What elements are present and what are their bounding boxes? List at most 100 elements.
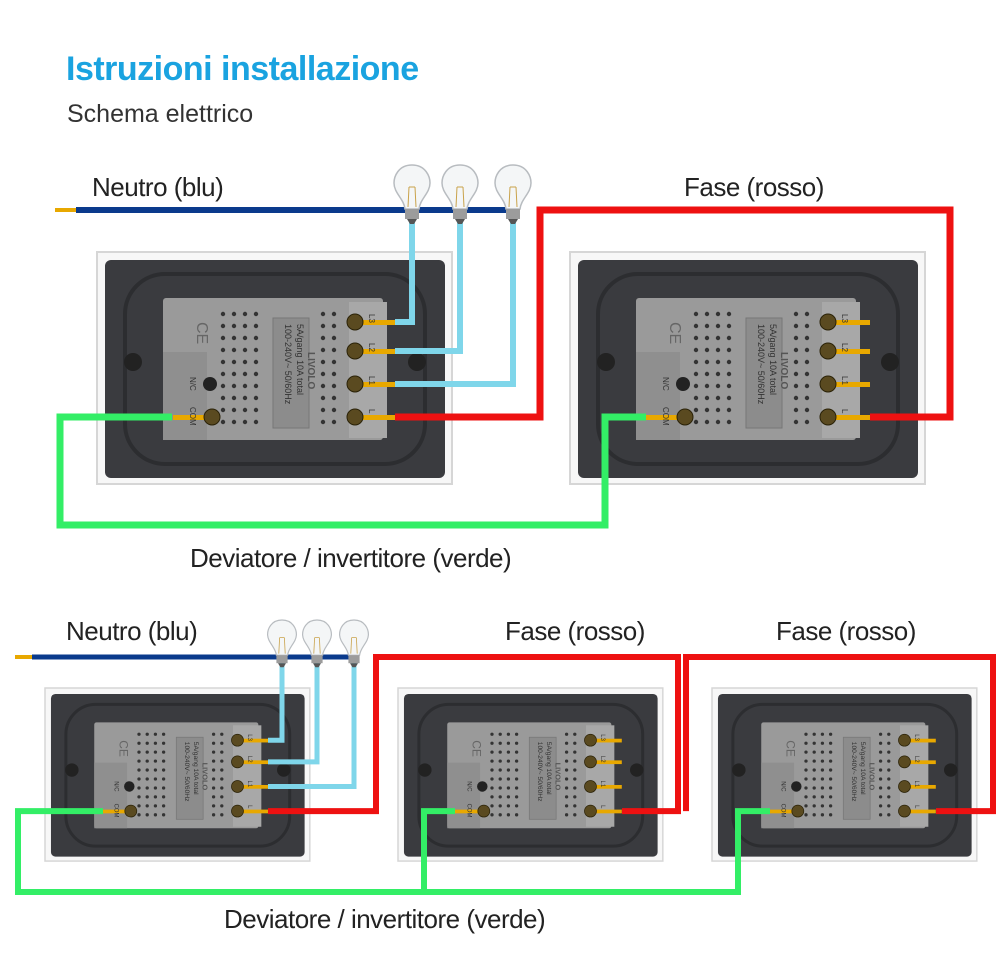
vent-hole	[878, 732, 883, 736]
plate-recess	[123, 272, 427, 466]
vent-hole	[498, 813, 502, 817]
com-screw	[791, 804, 805, 818]
vent-hole	[231, 383, 237, 389]
rating-text-2: 5A/gang 10A total	[859, 742, 866, 795]
vent-hole	[715, 347, 721, 353]
bulb-base	[348, 655, 360, 664]
vent-hole	[887, 795, 891, 799]
mount-hole	[630, 763, 644, 777]
vent-hole	[828, 768, 833, 772]
terminal-screw	[898, 780, 911, 793]
vent-hole	[693, 371, 699, 377]
vent-hole	[220, 383, 226, 389]
vent-hole	[498, 750, 502, 754]
vent-hole	[828, 741, 833, 745]
mount-hole	[597, 353, 615, 371]
vent-hole	[704, 395, 710, 401]
mount-hole	[408, 353, 426, 371]
wire-stub	[591, 809, 622, 814]
vent-hole	[211, 732, 216, 736]
traveler-label-top: Deviatore / invertitore (verde)	[190, 543, 512, 573]
vent-hole	[506, 795, 511, 799]
vent-hole	[887, 750, 891, 754]
vent-hole	[153, 813, 158, 817]
neutral-wire-end	[55, 208, 77, 212]
vent-hole	[153, 732, 158, 736]
wire-stub	[830, 382, 870, 387]
brand-text: LIVOLO	[200, 763, 209, 791]
vent-hole	[693, 395, 699, 401]
rating-text-2: 5A/gang 10A total	[192, 742, 199, 795]
vent-hole	[137, 759, 141, 763]
vent-hole	[506, 777, 511, 781]
bulb-icon	[338, 619, 370, 668]
bulb-tip	[508, 219, 518, 224]
terminal-label: L3	[246, 734, 252, 741]
brand-text: LIVOLO	[305, 352, 316, 389]
vent-hole	[726, 323, 732, 329]
plate-recess	[64, 702, 292, 848]
terminal-label: L3	[599, 734, 605, 741]
terminal-label-com: COM	[779, 804, 785, 818]
wire-stub	[830, 349, 870, 354]
vent-hole	[145, 750, 149, 754]
vent-hole	[715, 407, 721, 413]
vent-hole	[804, 795, 808, 799]
vent-hole	[220, 371, 226, 377]
vent-hole	[715, 311, 721, 317]
vent-hole	[828, 777, 833, 781]
vent-hole	[804, 741, 808, 745]
vent-hole	[878, 768, 883, 772]
vent-hole	[514, 759, 519, 763]
vent-hole	[793, 311, 799, 317]
vent-hole	[220, 311, 226, 317]
rating-text-2: 5A/gang 10A total	[295, 324, 305, 395]
vent-hole	[887, 777, 891, 781]
vent-hole	[498, 795, 502, 799]
terminal-screw	[819, 408, 837, 426]
bulb-tip	[313, 663, 321, 668]
vent-hole	[812, 741, 816, 745]
vent-hole	[506, 768, 511, 772]
phase-label-top: Fase (rosso)	[684, 172, 824, 202]
vent-hole	[211, 759, 216, 763]
vent-hole	[564, 804, 569, 808]
vent-hole	[242, 383, 248, 389]
vent-hole	[878, 750, 883, 754]
vent-hole	[145, 786, 149, 790]
vent-hole	[804, 347, 810, 353]
vent-hole	[564, 795, 569, 799]
lamp-wire-bottom-2	[268, 659, 320, 765]
terminal-screw	[346, 408, 364, 426]
vent-hole	[812, 813, 816, 817]
vent-hole	[145, 741, 149, 745]
vent-hole	[812, 768, 816, 772]
vent-hole	[715, 371, 721, 377]
bulb-filament	[407, 186, 417, 208]
vent-hole	[320, 371, 326, 377]
vent-hole	[161, 804, 166, 808]
vent-hole	[726, 359, 732, 365]
mount-hole	[277, 763, 291, 777]
terminal-screw	[819, 375, 837, 393]
vent-hole	[145, 732, 149, 736]
vent-hole	[812, 786, 816, 790]
vent-hole	[693, 311, 699, 317]
vent-hole	[161, 759, 166, 763]
wire-stub	[830, 320, 870, 325]
rating-label	[175, 736, 204, 820]
vent-hole	[242, 347, 248, 353]
bulb-icon	[494, 164, 532, 224]
vent-hole	[231, 371, 237, 377]
vent-hole	[804, 777, 808, 781]
vent-hole	[514, 786, 519, 790]
vent-hole	[514, 768, 519, 772]
bulb-filament	[278, 637, 286, 654]
vent-hole	[137, 768, 141, 772]
terminal-label: L2	[246, 756, 252, 763]
vent-hole	[137, 813, 141, 817]
vent-hole	[820, 768, 825, 772]
vent-hole	[715, 419, 721, 425]
wire-stub	[357, 415, 397, 420]
vent-hole	[220, 795, 224, 799]
